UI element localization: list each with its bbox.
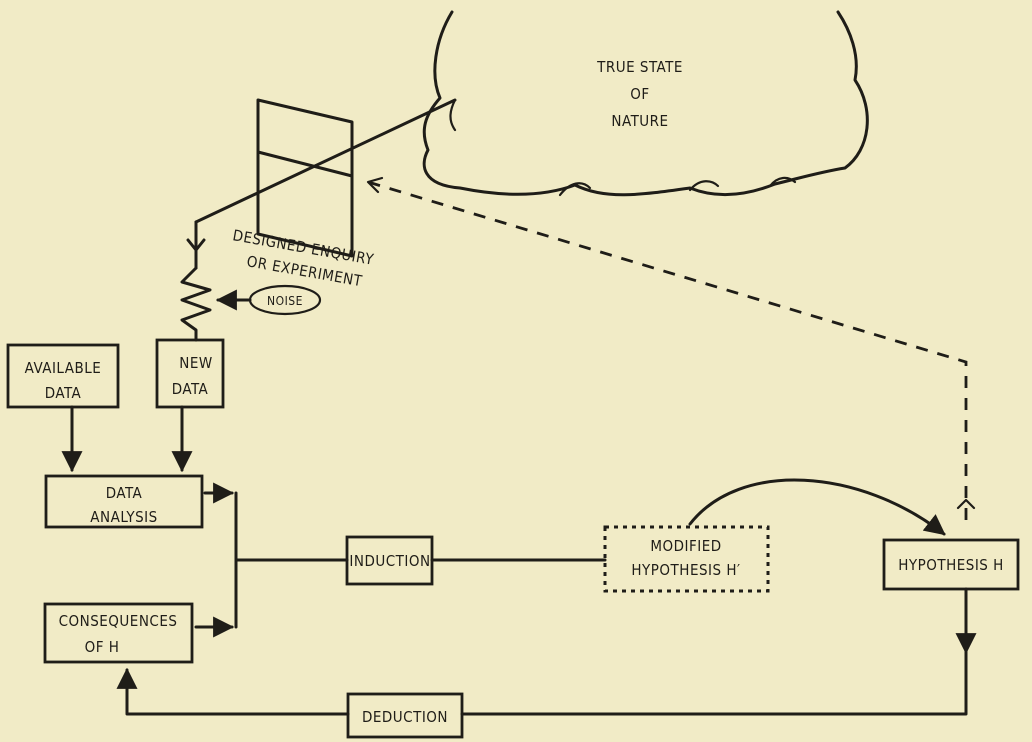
new-data-label-2: DATA	[172, 380, 209, 398]
dashed-feedback-line	[368, 182, 966, 520]
observation-path	[182, 222, 210, 340]
data-analysis-label-2: ANALYSIS	[90, 508, 157, 526]
consequences-box: CONSEQUENCES OF H	[45, 604, 192, 662]
nature-label-1: TRUE STATE	[596, 58, 683, 76]
noise-label: NOISE	[267, 294, 303, 308]
consequences-label-1: CONSEQUENCES	[59, 612, 178, 630]
hypothesis-label: HYPOTHESIS H	[898, 556, 1004, 574]
modified-hypothesis-box: MODIFIED HYPOTHESIS H′	[605, 527, 768, 591]
deduction-label: DEDUCTION	[362, 708, 448, 726]
true-state-cloud: TRUE STATE OF NATURE	[424, 12, 867, 195]
induction-box: INDUCTION	[347, 537, 432, 584]
hypothesis-box: HYPOTHESIS H	[884, 540, 1018, 589]
modified-hypothesis-label-2: HYPOTHESIS H′	[631, 561, 740, 579]
data-analysis-box: DATA ANALYSIS	[46, 476, 202, 527]
available-data-label-1: AVAILABLE	[25, 359, 102, 377]
data-analysis-label-1: DATA	[106, 484, 143, 502]
new-data-label-1: NEW	[179, 354, 212, 372]
nature-label-3: NATURE	[611, 112, 668, 130]
noise-source: NOISE	[218, 286, 320, 314]
new-data-box: NEW DATA	[157, 340, 223, 407]
revision-arrow	[690, 480, 944, 534]
consequences-label-2: OF H	[85, 638, 120, 656]
cloud-outline	[424, 12, 867, 195]
nature-label-2: OF	[630, 85, 649, 103]
induction-label: INDUCTION	[349, 552, 430, 570]
deduction-box: DEDUCTION	[348, 694, 462, 737]
available-data-label-2: DATA	[45, 384, 82, 402]
available-data-box: AVAILABLE DATA	[8, 345, 118, 407]
modified-hypothesis-label-1: MODIFIED	[650, 537, 721, 555]
